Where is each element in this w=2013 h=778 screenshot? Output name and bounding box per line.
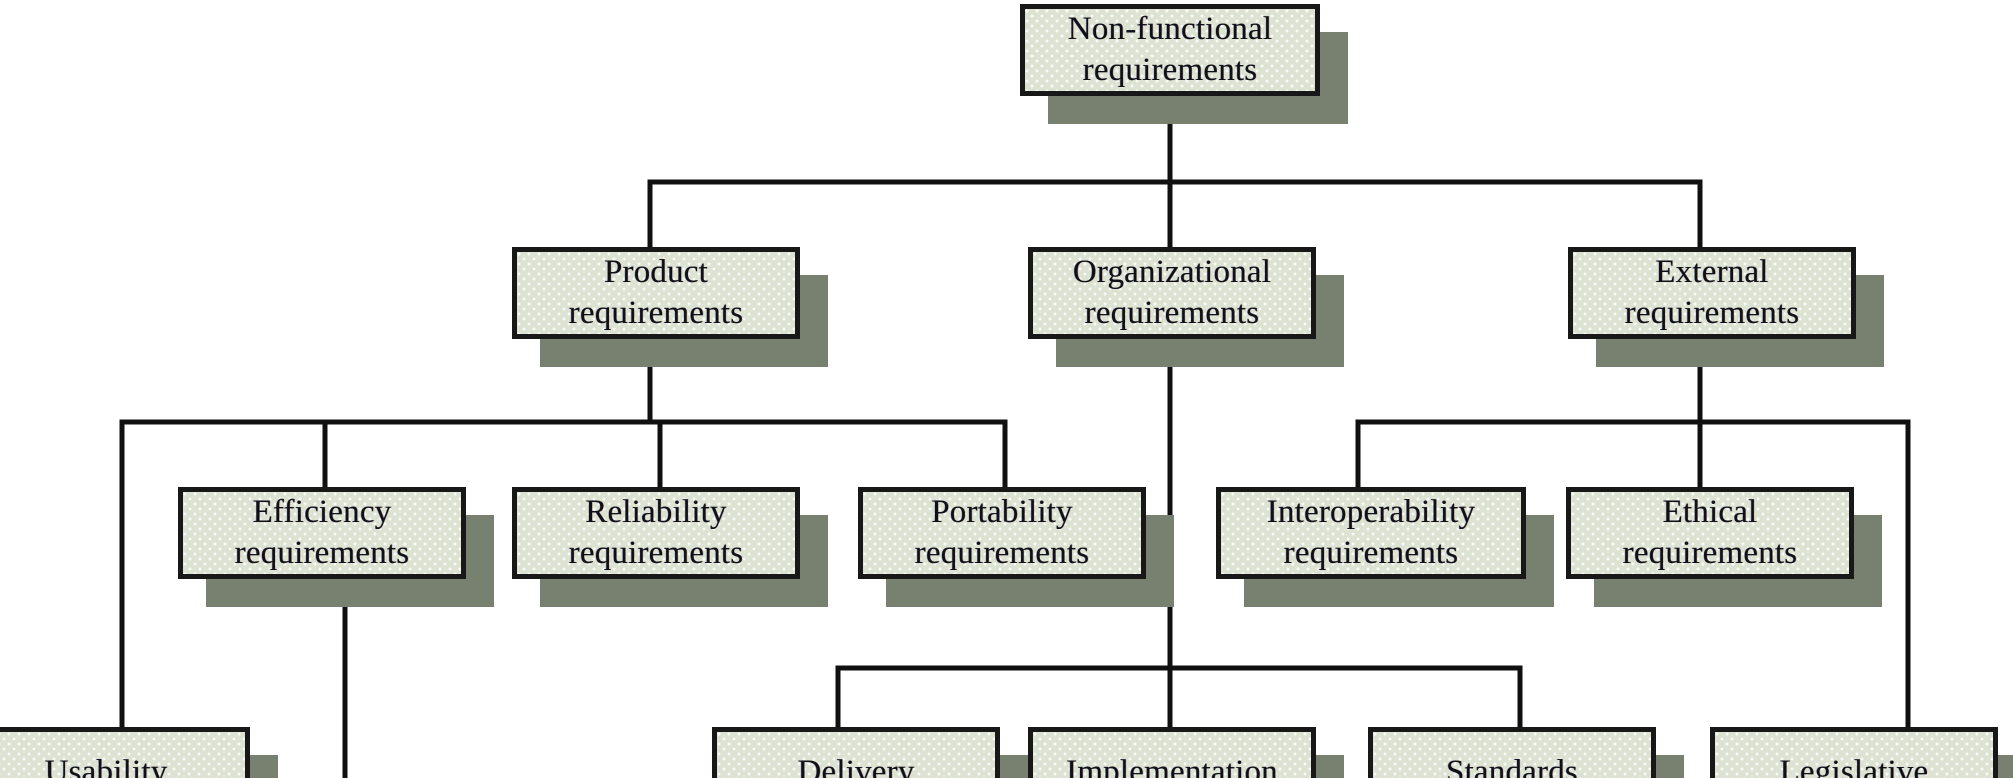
- node-label-line2: requirements: [568, 294, 744, 331]
- node-label-line1: Standards: [1446, 754, 1578, 778]
- node-label-line2: requirements: [1622, 534, 1798, 571]
- node-label-line2: requirements: [1624, 294, 1800, 331]
- node-efficiency[interactable]: Efficiency requirements: [178, 487, 494, 607]
- node-label-line1: Ethical: [1662, 493, 1758, 530]
- node-label-line1: Portability: [931, 493, 1073, 530]
- node-label-line1: Product: [603, 253, 709, 290]
- node-label-line2: requirements: [1082, 51, 1258, 88]
- node-ethical[interactable]: Ethical requirements: [1566, 487, 1882, 607]
- node-legislative[interactable]: Legislative: [1710, 727, 2013, 778]
- node-label-line2: requirements: [234, 534, 410, 571]
- node-standards[interactable]: Standards: [1368, 727, 1684, 778]
- node-box: Efficiency requirements: [178, 487, 466, 579]
- node-label-line2: requirements: [1283, 534, 1459, 571]
- node-label-line1: Interoperability: [1266, 493, 1476, 530]
- node-box: External requirements: [1568, 247, 1856, 339]
- node-label-line1: Delivery: [797, 754, 915, 778]
- node-label-line1: Usability: [44, 754, 168, 778]
- node-delivery[interactable]: Delivery: [712, 727, 1028, 778]
- node-box: Portability requirements: [858, 487, 1146, 579]
- node-usability[interactable]: Usability: [0, 727, 278, 778]
- node-label-line2: requirements: [568, 534, 744, 571]
- node-label-line2: requirements: [1084, 294, 1260, 331]
- node-box: Non-functional requirements: [1020, 4, 1320, 96]
- node-box: Implementation: [1028, 727, 1316, 778]
- node-label-line2: requirements: [914, 534, 1090, 571]
- node-box: Legislative: [1710, 727, 1998, 778]
- node-label-line1: Non-functional: [1067, 10, 1273, 47]
- node-box: Delivery: [712, 727, 1000, 778]
- node-box: Interoperability requirements: [1216, 487, 1526, 579]
- node-root[interactable]: Non-functional requirements: [1020, 4, 1348, 124]
- node-label-line1: External: [1655, 253, 1769, 290]
- node-box: Usability: [0, 727, 250, 778]
- node-label-line1: Reliability: [585, 493, 727, 530]
- node-box: Organizational requirements: [1028, 247, 1316, 339]
- node-interoperability[interactable]: Interoperability requirements: [1216, 487, 1554, 607]
- node-portability[interactable]: Portability requirements: [858, 487, 1174, 607]
- node-implementation[interactable]: Implementation: [1028, 727, 1344, 778]
- node-organizational[interactable]: Organizational requirements: [1028, 247, 1344, 367]
- node-box: Reliability requirements: [512, 487, 800, 579]
- node-product[interactable]: Product requirements: [512, 247, 828, 367]
- node-label-line1: Organizational: [1072, 253, 1272, 290]
- node-label-line1: Implementation: [1066, 754, 1278, 778]
- node-label-line1: Legislative: [1779, 754, 1929, 778]
- node-reliability[interactable]: Reliability requirements: [512, 487, 828, 607]
- node-box: Ethical requirements: [1566, 487, 1854, 579]
- node-box: Product requirements: [512, 247, 800, 339]
- node-external[interactable]: External requirements: [1568, 247, 1884, 367]
- node-label-line1: Efficiency: [252, 493, 392, 530]
- node-box: Standards: [1368, 727, 1656, 778]
